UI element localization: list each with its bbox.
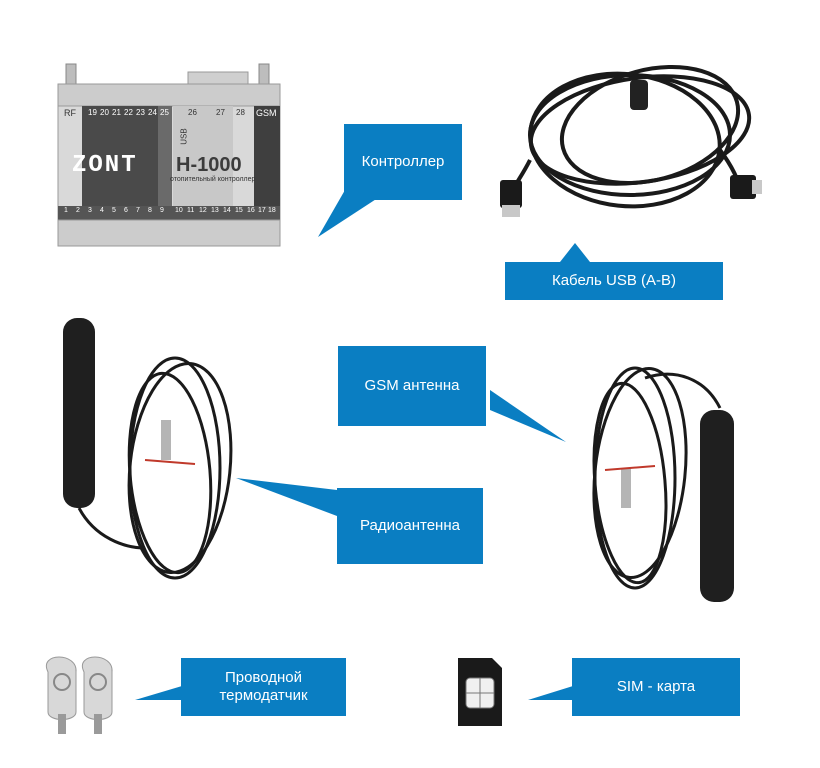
usb-a-connector [500, 180, 522, 208]
radio-antenna-label-text: Радиоантенна [360, 517, 460, 534]
wired-sensor-label: Проводной термодатчик [181, 658, 346, 716]
sim-callout-pointer [528, 686, 573, 700]
terminal-6: 6 [124, 207, 128, 214]
sim-card-image [458, 658, 502, 726]
terminal-16: 16 [247, 207, 255, 214]
sensor-callout-pointer [135, 686, 182, 700]
terminal-header-row: RF 19 20 21 22 23 24 25 26 27 28 GSM [58, 108, 280, 120]
terminal-18: 18 [268, 207, 276, 214]
terminal-15: 15 [235, 207, 243, 214]
controller-device: RF 19 20 21 22 23 24 25 26 27 28 GSM ZON… [57, 62, 281, 250]
usb-cable-label: Кабель USB (A-B) [505, 262, 723, 300]
gsm-antenna-whip [700, 410, 734, 602]
terminal-3: 3 [88, 207, 92, 214]
wired-sensor-label-line1: Проводной [224, 669, 303, 686]
sensor-right [81, 656, 113, 734]
zont-logo: ZONT [72, 152, 138, 179]
usb-cable-image [500, 64, 762, 217]
terminal-2: 2 [76, 207, 80, 214]
terminal-4: 4 [100, 207, 104, 214]
terminal-13: 13 [211, 207, 219, 214]
radio-antenna-whip [63, 318, 95, 508]
header-rf: RF [64, 108, 76, 118]
controller-callout-pointer [318, 190, 390, 237]
header-gsm: GSM [256, 108, 277, 118]
controller-label-text: Контроллер [361, 153, 445, 170]
ferrite-bead [630, 80, 648, 110]
header-20: 20 [100, 108, 109, 117]
terminal-5: 5 [112, 207, 116, 214]
terminal-8: 8 [148, 207, 152, 214]
sim-card-label-text: SIM - карта [616, 678, 696, 695]
usb-b-connector [730, 175, 756, 199]
header-26: 26 [188, 108, 197, 117]
header-24: 24 [148, 108, 157, 117]
radio-antenna-connector [161, 420, 171, 460]
header-25: 25 [160, 108, 169, 117]
terminal-11: 11 [187, 207, 195, 214]
gsm-antenna-label-text: GSM антенна [364, 377, 460, 394]
terminal-10: 10 [175, 207, 183, 214]
terminal-17: 17 [258, 207, 266, 214]
gsm-antenna-label: GSM антенна [338, 346, 486, 426]
header-21: 21 [112, 108, 121, 117]
gsm-antenna-connector [621, 468, 631, 508]
wired-sensor-image [45, 656, 113, 734]
terminal-12: 12 [199, 207, 207, 214]
controller-body-graphic [57, 63, 281, 247]
wired-sensor-label-line2: термодатчик [219, 687, 308, 704]
terminal-bottom-row: 1 2 3 4 5 6 7 8 9 10 11 12 13 14 15 16 1… [58, 207, 280, 219]
usb-callout-pointer [560, 243, 590, 262]
usb-cable-label-text: Кабель USB (A-B) [551, 272, 677, 289]
radio-antenna-image [63, 318, 233, 580]
radio-callout-pointer [236, 478, 337, 516]
gsm-antenna-image [592, 366, 734, 602]
terminal-14: 14 [223, 207, 231, 214]
sensor-left [45, 656, 77, 734]
controller-label: Контроллер [344, 124, 462, 200]
terminal-1: 1 [64, 207, 68, 214]
gsm-callout-pointer [490, 390, 566, 442]
terminal-9: 9 [160, 207, 164, 214]
terminal-7: 7 [136, 207, 140, 214]
model-name: H-1000 [176, 154, 242, 176]
header-27: 27 [216, 108, 225, 117]
header-19: 19 [88, 108, 97, 117]
header-28: 28 [236, 108, 245, 117]
sim-card-label: SIM - карта [572, 658, 740, 716]
header-23: 23 [136, 108, 145, 117]
header-22: 22 [124, 108, 133, 117]
model-subtitle: отопительный контроллер [170, 176, 256, 183]
radio-antenna-label: Радиоантенна [337, 488, 483, 564]
